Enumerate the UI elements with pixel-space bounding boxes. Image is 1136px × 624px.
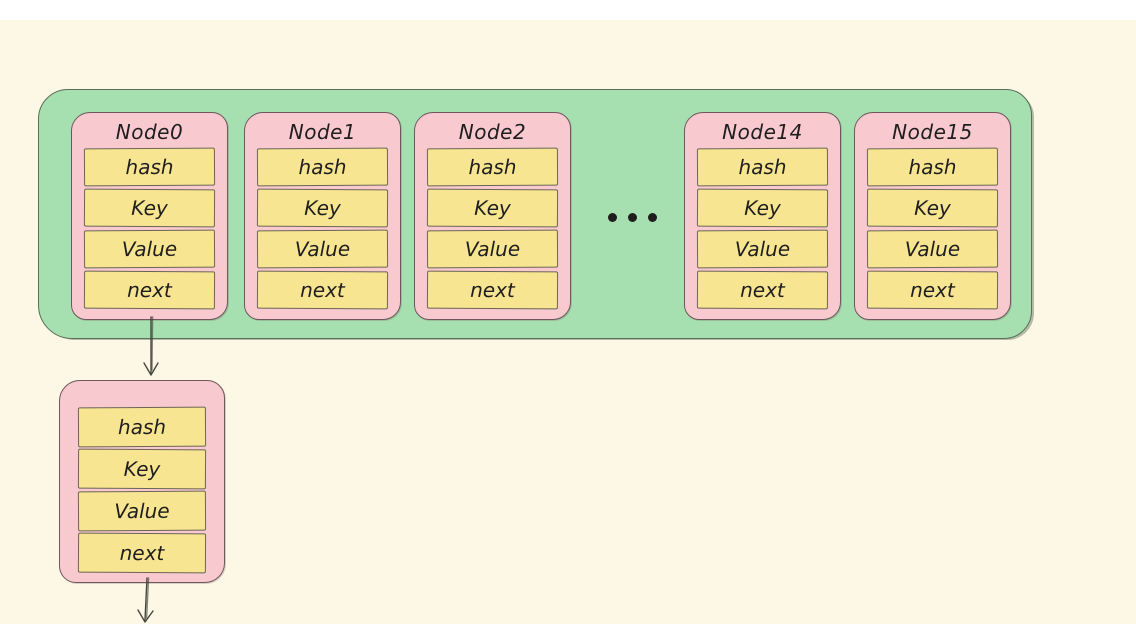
field-hash: hash — [696, 147, 829, 187]
field-key: Key — [426, 188, 559, 228]
bucket-node-node14: Node14 hash Key Value next — [684, 112, 841, 320]
ellipsis-dot — [608, 213, 617, 222]
node-fields: hash Key Value next — [245, 147, 400, 310]
field-hash: hash — [426, 147, 559, 187]
ellipsis-icon — [608, 213, 657, 222]
node-fields: hash Key Value next — [72, 147, 227, 310]
ellipsis-dot — [628, 213, 637, 222]
node-title: Node0 — [115, 120, 184, 144]
node-title: Node1 — [288, 120, 357, 144]
field-hash: hash — [256, 147, 389, 187]
node-fields: hash Key Value next — [685, 147, 840, 310]
bucket-node-node15: Node15 hash Key Value next — [854, 112, 1011, 320]
field-value: Value — [77, 490, 207, 532]
field-key: Key — [866, 188, 999, 228]
field-key: Key — [256, 188, 389, 228]
field-next: next — [866, 270, 999, 310]
bucket-node-node2: Node2 hash Key Value next — [414, 112, 571, 320]
node-title: Node2 — [458, 120, 527, 144]
ellipsis-dot — [648, 213, 657, 222]
field-next: next — [83, 270, 216, 310]
field-value: Value — [866, 229, 999, 269]
field-value: Value — [256, 229, 389, 269]
field-hash: hash — [83, 147, 216, 187]
node-title: Node14 — [722, 120, 803, 144]
node-title: Node15 — [892, 120, 973, 144]
node-fields: hash Key Value next — [855, 147, 1010, 310]
field-key: Key — [83, 188, 216, 228]
bucket-node-node1: Node1 hash Key Value next — [244, 112, 401, 320]
field-next: next — [426, 270, 559, 310]
chain-node: hash Key Value next — [59, 380, 225, 583]
node-fields: hash Key Value next — [77, 406, 207, 574]
field-value: Value — [83, 229, 216, 269]
hash-bucket-array: Node0 hash Key Value next Node1 hash Key… — [38, 89, 1032, 339]
field-key: Key — [696, 188, 829, 228]
field-hash: hash — [77, 406, 207, 448]
field-next: next — [696, 270, 829, 310]
bucket-node-node0: Node0 hash Key Value next — [71, 112, 228, 320]
field-key: Key — [77, 448, 207, 490]
field-value: Value — [426, 229, 559, 269]
field-value: Value — [696, 229, 829, 269]
top-white-strip — [0, 0, 1136, 20]
node-fields: hash Key Value next — [415, 147, 570, 310]
field-next: next — [256, 270, 389, 310]
field-hash: hash — [866, 147, 999, 187]
arrow-node0-to-chain-icon — [143, 316, 159, 376]
field-next: next — [77, 532, 207, 574]
arrow-chain-to-next-icon — [137, 577, 154, 623]
